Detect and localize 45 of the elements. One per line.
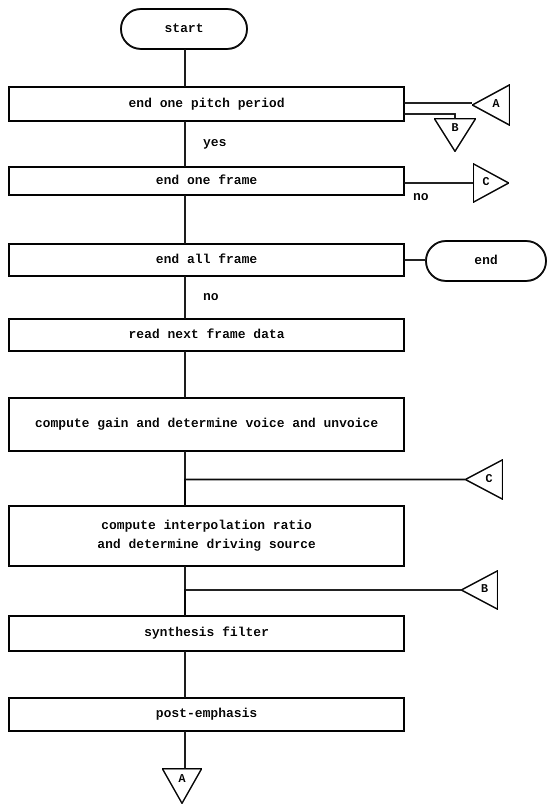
node-text: post-emphasis bbox=[154, 705, 258, 724]
connector-line bbox=[184, 50, 186, 86]
connector-line bbox=[405, 259, 425, 261]
process-box bbox=[8, 86, 405, 122]
node-text: end bbox=[473, 252, 499, 270]
connector-line bbox=[184, 732, 186, 768]
connector-triangle bbox=[461, 570, 498, 610]
connector-line bbox=[184, 652, 186, 697]
process-box bbox=[8, 166, 405, 196]
connector-line bbox=[405, 182, 473, 184]
node-text: start bbox=[163, 20, 204, 38]
node-text: A bbox=[177, 771, 187, 788]
process-box bbox=[8, 697, 405, 732]
process-box bbox=[8, 615, 405, 652]
connector-triangle bbox=[473, 163, 509, 203]
node-text: B bbox=[480, 581, 490, 598]
connector-line bbox=[184, 478, 465, 505]
node-text: end one frame bbox=[154, 172, 258, 190]
process-box bbox=[8, 397, 405, 452]
connector-line bbox=[184, 352, 186, 397]
node-text: synthesis filter bbox=[143, 624, 270, 642]
process-box bbox=[8, 505, 405, 567]
connector-line bbox=[405, 102, 472, 104]
terminal-box bbox=[120, 8, 248, 50]
node-text: A bbox=[491, 96, 501, 114]
connector-triangle bbox=[465, 459, 503, 500]
node-text: compute interpolation ratio and determine driving source bbox=[96, 517, 317, 554]
connector-line bbox=[184, 122, 186, 166]
node-text: end all frame bbox=[154, 250, 258, 269]
connector-triangle bbox=[162, 768, 202, 804]
connector-triangle bbox=[472, 84, 510, 126]
node-text: compute gain and determine voice and unvoice bbox=[34, 415, 380, 434]
connector-line bbox=[184, 277, 186, 318]
terminal-box bbox=[425, 240, 547, 282]
connector-triangle bbox=[434, 118, 476, 152]
process-box bbox=[8, 318, 405, 352]
connector-line bbox=[184, 196, 186, 243]
process-box bbox=[8, 243, 405, 277]
connector-line bbox=[184, 589, 461, 615]
node-text: end one pitch period bbox=[127, 94, 286, 113]
node-text: read next frame data bbox=[127, 326, 286, 344]
node-text: B bbox=[450, 120, 460, 138]
connector-line bbox=[405, 113, 456, 118]
node-text: C bbox=[481, 174, 491, 192]
node-text: C bbox=[484, 470, 494, 488]
